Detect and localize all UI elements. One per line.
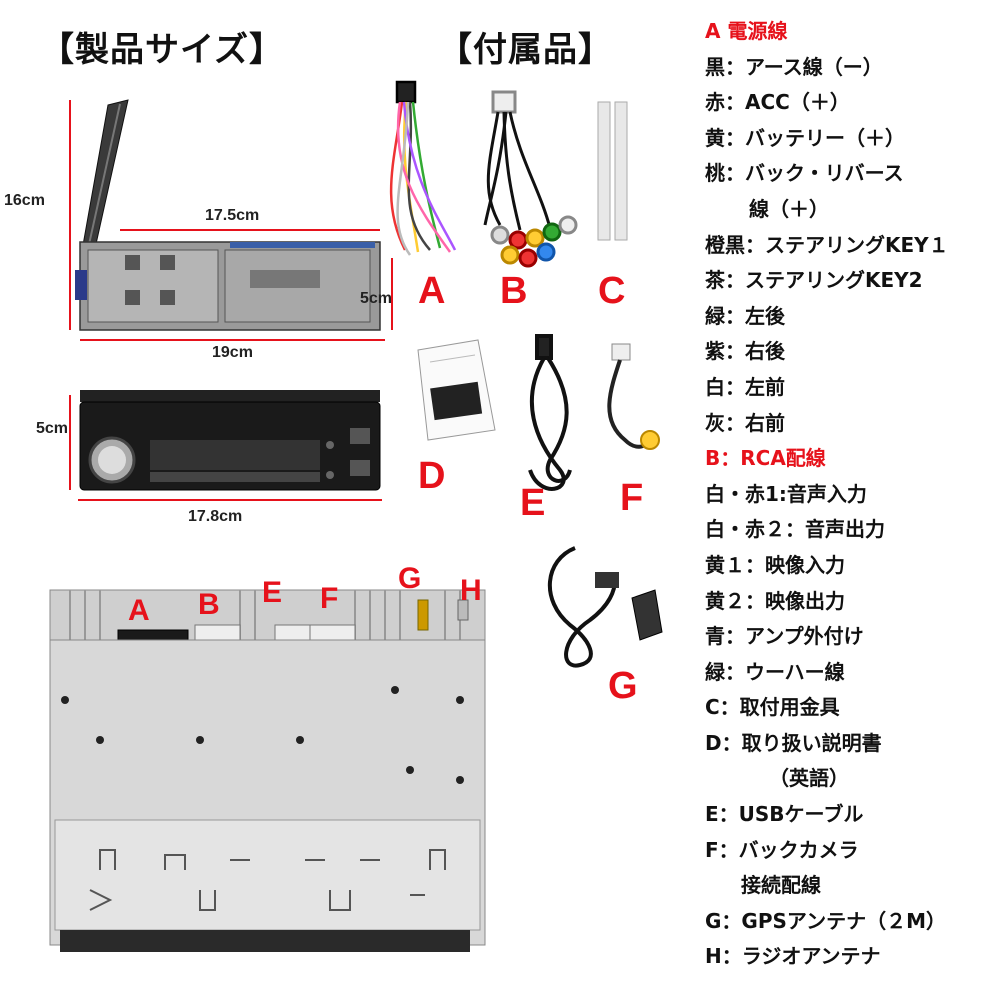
legend-line: E：USBケーブル	[705, 802, 864, 827]
legend-line: （英語）	[769, 766, 849, 791]
legend-line: 橙黒：ステアリングKEY１	[705, 232, 949, 257]
legend-line: 灰：右前	[705, 410, 785, 435]
legend-line: 白・赤２：音声出力	[705, 517, 885, 542]
legend-line: 接続配線	[741, 873, 821, 898]
port-label-b: B	[198, 588, 220, 621]
accessory-label-g: G	[608, 665, 638, 707]
dim-front-height: 5cm	[36, 420, 69, 437]
legend-line: 黄：バッテリー（＋）	[705, 125, 905, 150]
legend-line: 白：左前	[705, 374, 785, 399]
dim-height-side: 16cm	[4, 192, 45, 209]
legend-line: A 電源線	[705, 19, 788, 43]
legend-line: F：バックカメラ	[705, 837, 859, 862]
legend-line: C：取付用金具	[705, 695, 840, 720]
size-header: 【製品サイズ】	[40, 30, 284, 70]
accessory-a-harness	[389, 80, 457, 256]
accessory-label-b: B	[500, 270, 528, 312]
legend-line: 黒：アース線（ー）	[705, 54, 883, 79]
accessory-d-manual	[417, 339, 496, 441]
port-label-h: H	[460, 574, 482, 607]
dim-depth-inner: 17.5cm	[205, 207, 260, 224]
accessories-header: 【付属品】	[438, 30, 613, 70]
port-label-a: A	[128, 594, 150, 627]
legend-line: 青：アンプ外付け	[705, 624, 864, 649]
accessory-label-d: D	[418, 455, 446, 497]
legend-line: 赤：ACC（＋）	[705, 90, 850, 115]
accessory-label-e: E	[520, 482, 546, 524]
legend-line: 紫：右後	[705, 339, 785, 364]
legend-line: 緑：左後	[705, 303, 785, 328]
legend-line: 緑：ウーハー線	[705, 659, 845, 684]
legend-line: 白・赤1:音声入力	[705, 481, 867, 506]
accessory-g-gps	[547, 546, 663, 668]
legend-line: 桃：バック・リバース	[705, 161, 904, 186]
dim-depth-total: 19cm	[212, 344, 253, 361]
legend-line: 黄１：映像入力	[705, 552, 845, 577]
port-label-e: E	[262, 576, 283, 609]
accessory-e-usb	[528, 334, 572, 491]
dim-front-width: 17.8cm	[188, 508, 243, 525]
legend-line: G：GPSアンテナ（２M）	[705, 908, 946, 933]
legend-line: B：RCA配線	[705, 446, 826, 471]
legend-line: 線（＋）	[749, 196, 829, 221]
front-view-unit	[69, 390, 382, 501]
dim-height-small: 5cm	[360, 290, 393, 307]
port-label-g: G	[398, 562, 422, 595]
legend-line: H：ラジオアンテナ	[705, 944, 881, 969]
port-label-f: F	[320, 582, 339, 615]
accessory-c-brackets	[597, 101, 628, 241]
side-view-unit	[69, 99, 393, 341]
rear-chassis	[49, 589, 486, 952]
legend-line: D：取り扱い説明書	[705, 730, 882, 755]
accessory-label-c: C	[598, 270, 626, 312]
wiring-legend: A 電源線黒：アース線（ー） 赤：ACC（＋） 黄：バッテリー（＋） 桃：バック・リバ…	[705, 14, 997, 975]
legend-line: 黄２：映像出力	[705, 588, 845, 613]
accessory-label-a: A	[418, 270, 446, 312]
accessory-f-camera-cable	[607, 343, 660, 450]
accessory-b-rca	[483, 90, 578, 268]
accessory-label-f: F	[620, 477, 644, 519]
legend-line: 茶：ステアリングKEY2	[705, 268, 923, 293]
